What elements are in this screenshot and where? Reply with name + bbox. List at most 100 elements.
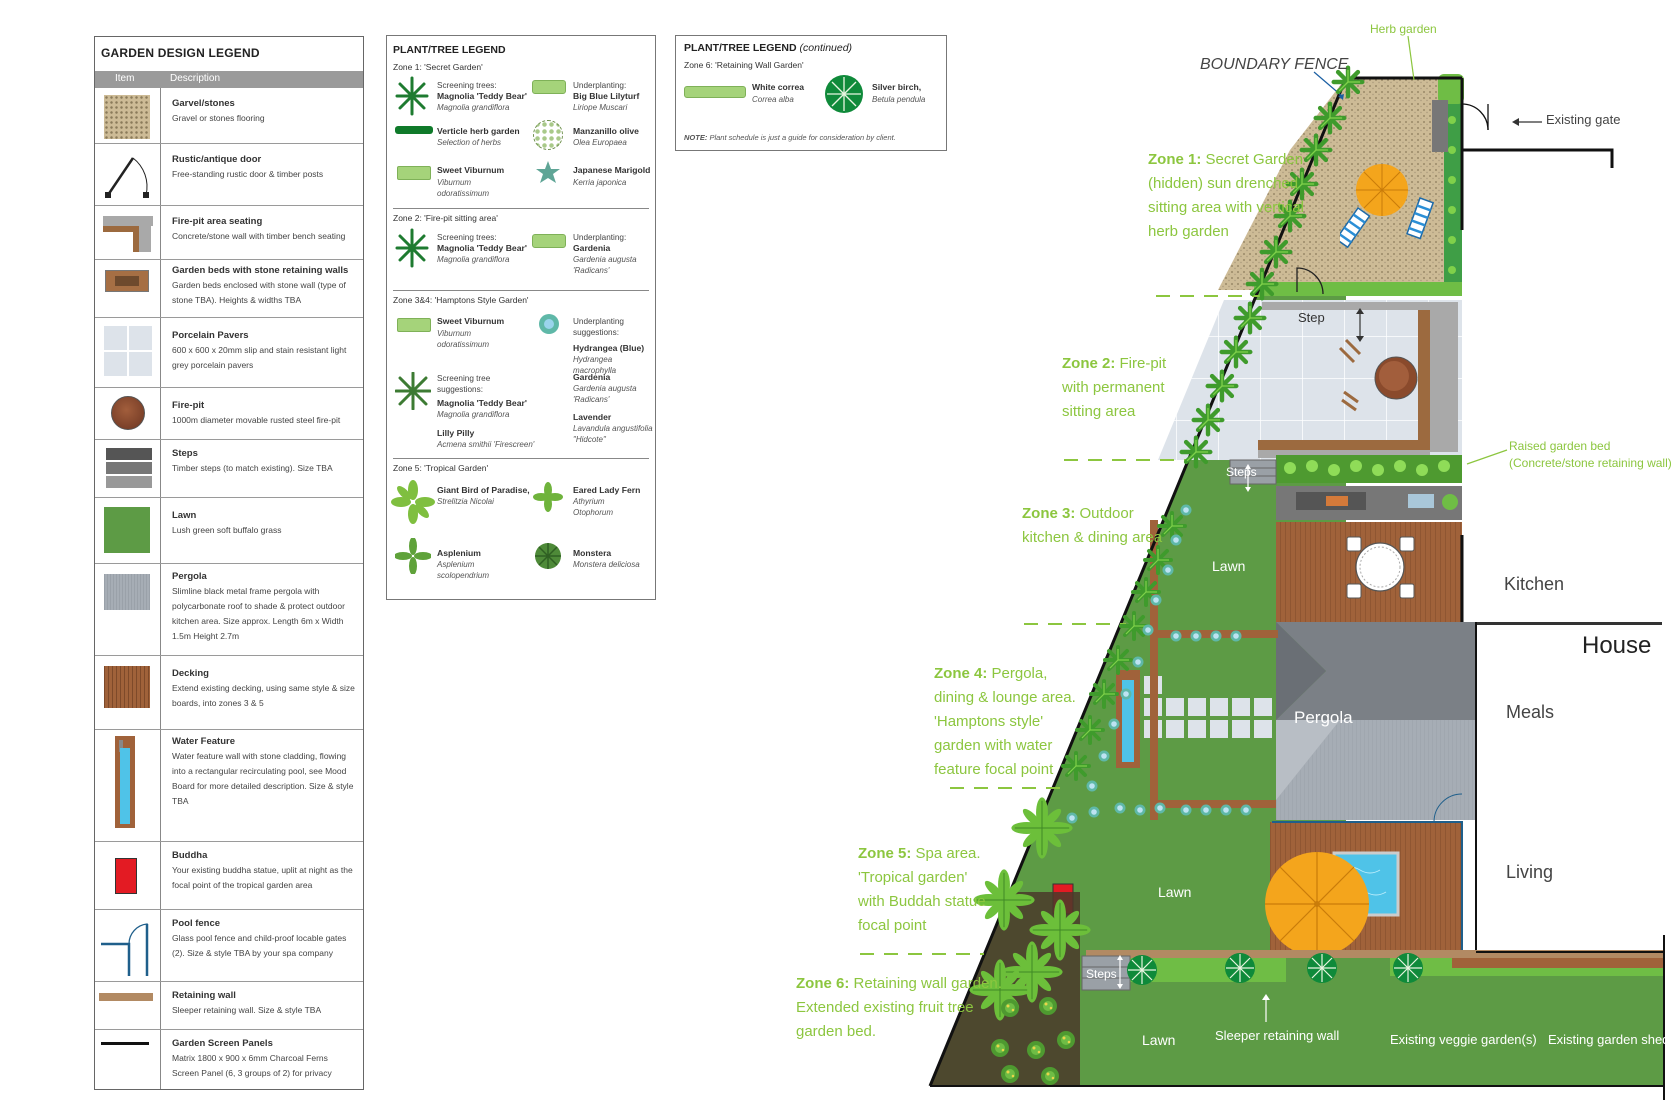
tropical-plant-symbol xyxy=(1010,796,1074,860)
garden-bed-swatch xyxy=(105,270,149,292)
lawn-swatch xyxy=(104,507,150,553)
raised-garden-bed-label: Raised garden bed(Concrete/stone retaini… xyxy=(1509,439,1672,470)
asplenium-icon xyxy=(395,538,431,574)
zone1-label: Zone 1: 'Secret Garden' xyxy=(393,62,483,72)
magnolia-tree-symbol xyxy=(1208,372,1237,401)
sleeper-wall-label: Sleeper retaining wall xyxy=(1215,1028,1340,1043)
boundary-fence-label: BOUNDARY FENCE xyxy=(1200,56,1349,73)
item-column-header: Item xyxy=(115,73,135,84)
zone6-label: Zone 6: 'Retaining Wall Garden' xyxy=(684,60,804,70)
hydrangea-symbol xyxy=(1220,804,1232,816)
hydrangea-symbol xyxy=(1200,804,1212,816)
zone1-lounge-set xyxy=(1340,164,1435,249)
firepit-icon xyxy=(111,396,145,430)
hydrangea-symbol xyxy=(1098,750,1110,762)
legend-row-water-feature: Water Feature Water feature wall with st… xyxy=(95,729,363,842)
magnolia-icon xyxy=(395,228,429,268)
steps-icon xyxy=(106,448,152,488)
zone3-description: Zone 3: Outdoor kitchen & dining area xyxy=(1022,505,1163,546)
retaining-wall-swatch xyxy=(99,993,153,1001)
silver-birch-icon xyxy=(825,75,863,113)
legend-row-gravel: Garvel/stones Gravel or stones flooring xyxy=(95,87,363,144)
silver-birch-symbol xyxy=(1306,952,1338,984)
screening-tree-symbol xyxy=(1157,511,1187,541)
legend-row-lawn: Lawn Lush green soft buffalo grass xyxy=(95,497,363,564)
silver-birch-symbol xyxy=(1224,952,1256,984)
hydrangea-symbol xyxy=(1170,534,1182,546)
magnolia-tree-symbol xyxy=(1248,270,1277,299)
hydrangea-symbol xyxy=(1240,804,1252,816)
magnolia-tree-symbol xyxy=(1236,304,1265,333)
zone4-description: Zone 4: Pergola, dining & lounge area.'H… xyxy=(934,665,1076,778)
existing-gate-label: Existing gate xyxy=(1546,112,1621,127)
water-feature-swatch xyxy=(115,736,135,828)
garden-design-legend: GARDEN DESIGN LEGEND Item Description Ga… xyxy=(94,36,364,1090)
hydrangea-symbol xyxy=(1066,812,1078,824)
steps-lower-label: Steps xyxy=(1086,967,1117,981)
plant-legend-cont-title: PLANT/TREE LEGEND xyxy=(684,42,797,54)
correa-icon xyxy=(684,86,746,98)
hydrangea-symbol xyxy=(1170,630,1182,642)
legend-header: Item Description xyxy=(95,71,363,87)
herb-garden-icon xyxy=(395,126,433,134)
hydrangea-symbol xyxy=(1120,688,1132,700)
screening-tree-symbol xyxy=(1119,611,1149,641)
bench-seating-icon xyxy=(103,216,153,252)
hydrangea-symbol xyxy=(1088,806,1100,818)
legend-row-firepit-seating: Fire-pit area seating Concrete/stone wal… xyxy=(95,205,363,260)
hydrangea-symbol xyxy=(1190,630,1202,642)
tropical-plant-symbol xyxy=(1028,898,1092,962)
screen-panel-swatch xyxy=(101,1042,149,1045)
house-label: House xyxy=(1582,632,1652,659)
magnolia-icon xyxy=(395,76,429,116)
magnolia-tree-symbol xyxy=(1194,406,1223,435)
hydrangea-symbol xyxy=(1154,802,1166,814)
fern-icon xyxy=(533,482,563,512)
gardenia-icon xyxy=(532,234,566,248)
screening-tree-symbol xyxy=(1075,715,1105,745)
veggie-garden-label: Existing veggie garden(s) xyxy=(1390,1032,1537,1047)
hydrangea-symbol xyxy=(1150,594,1162,606)
lawn-middle-label: Lawn xyxy=(1158,884,1192,900)
pergola-label: Pergola xyxy=(1294,708,1353,727)
gravel-swatch xyxy=(104,95,150,139)
hydrangea-symbol xyxy=(1114,802,1126,814)
hydrangea-symbol xyxy=(1180,804,1192,816)
legend-row-garden-beds: Garden beds with stone retaining walls G… xyxy=(95,259,363,318)
silver-birch-symbol xyxy=(1126,954,1158,986)
olive-icon xyxy=(533,120,563,150)
magnolia-tree-symbol xyxy=(1222,338,1251,367)
plant-legend-title: PLANT/TREE LEGEND xyxy=(393,44,506,56)
legend-row-steps: Steps Timber steps (to match existing). … xyxy=(95,439,363,498)
lilly-pilly-icon xyxy=(395,372,431,410)
description-column-header: Description xyxy=(170,73,221,84)
legend-row-decking: Decking Extend existing decking, using s… xyxy=(95,655,363,730)
hydrangea-symbol xyxy=(1230,630,1242,642)
magnolia-tree-symbol xyxy=(1182,438,1211,467)
meals-label: Meals xyxy=(1506,702,1555,722)
hydrangea-symbol xyxy=(1142,624,1154,636)
fruit-tree-symbol xyxy=(1001,1065,1019,1083)
legend-row-retaining-wall: Retaining wall Sleeper retaining wall. S… xyxy=(95,981,363,1030)
fruit-tree-symbol xyxy=(1039,997,1057,1015)
bird-of-paradise-icon xyxy=(391,480,435,524)
legend-row-pavers: Porcelain Pavers 600 x 600 x 20mm slip a… xyxy=(95,317,363,388)
zone6-description: Zone 6: Retaining wall garden. Extended … xyxy=(796,975,1002,1040)
pergola-swatch xyxy=(104,574,150,610)
fruit-tree-symbol xyxy=(1001,999,1019,1017)
herb-garden-label: Herb garden xyxy=(1370,22,1437,36)
legend-row-door: Rustic/antique door Free-standing rustic… xyxy=(95,143,363,206)
marigold-icon xyxy=(536,161,560,183)
steps-upper-label: Steps xyxy=(1226,465,1257,479)
magnolia-tree-symbol xyxy=(1316,104,1345,133)
fruit-tree-symbol xyxy=(1027,1041,1045,1059)
hydrangea-symbol xyxy=(1132,656,1144,668)
plant-tree-legend: PLANT/TREE LEGEND Zone 1: 'Secret Garden… xyxy=(386,35,656,600)
hydrangea-symbol xyxy=(1108,718,1120,730)
pool-fence-icon xyxy=(101,923,149,976)
zone5-label: Zone 5: 'Tropical Garden' xyxy=(393,463,489,473)
living-label: Living xyxy=(1506,862,1554,882)
kitchen-label: Kitchen xyxy=(1504,574,1565,594)
